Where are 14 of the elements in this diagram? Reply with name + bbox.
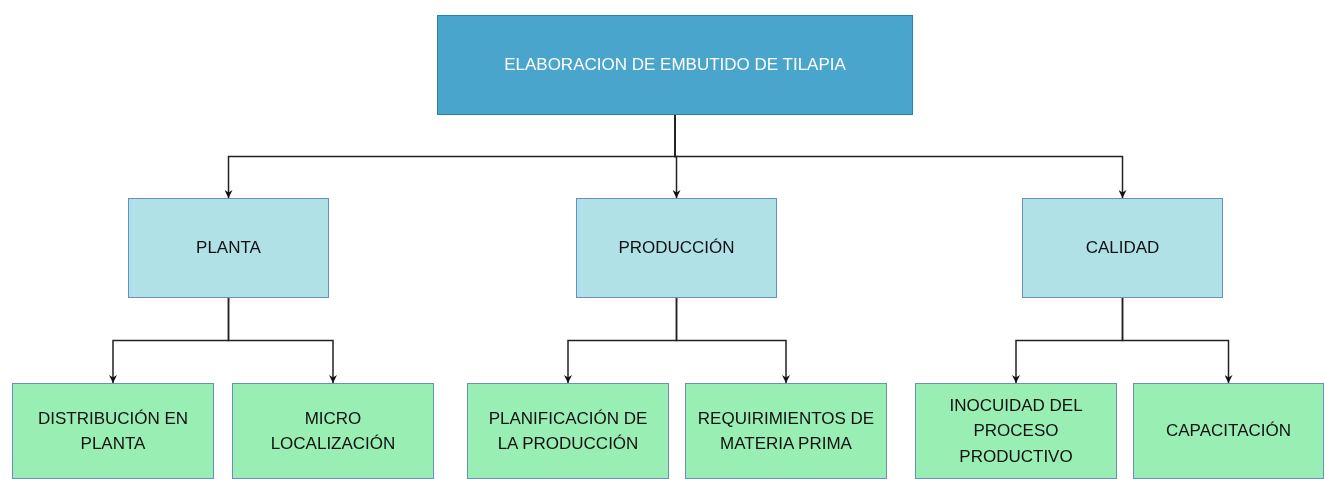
connector-arrow (1121, 297, 1233, 384)
subcategory-box: DISTRIBUCIÓN EN PLANTA (12, 383, 214, 479)
title-box: ELABORACION DE EMBUTIDO DE TILAPIA (437, 15, 913, 115)
connector-arrow (675, 297, 790, 384)
subcategory-box: CAPACITACIÓN (1133, 383, 1324, 479)
category-box: PRODUCCIÓN (576, 198, 777, 298)
connector-arrow (227, 297, 337, 384)
subcategory-box: REQUIRIMIENTOS DE MATERIA PRIMA (685, 383, 887, 479)
subcategory-box: INOCUIDAD DEL PROCESO PRODUCTIVO (915, 383, 1117, 479)
connector-arrow (674, 114, 1127, 199)
category-box: CALIDAD (1022, 198, 1223, 298)
subcategory-box: PLANIFICACIÓN DE LA PRODUCCIÓN (467, 383, 669, 479)
category-box: PLANTA (128, 198, 329, 298)
subcategory-box: MICRO LOCALIZACIÓN (232, 383, 434, 479)
